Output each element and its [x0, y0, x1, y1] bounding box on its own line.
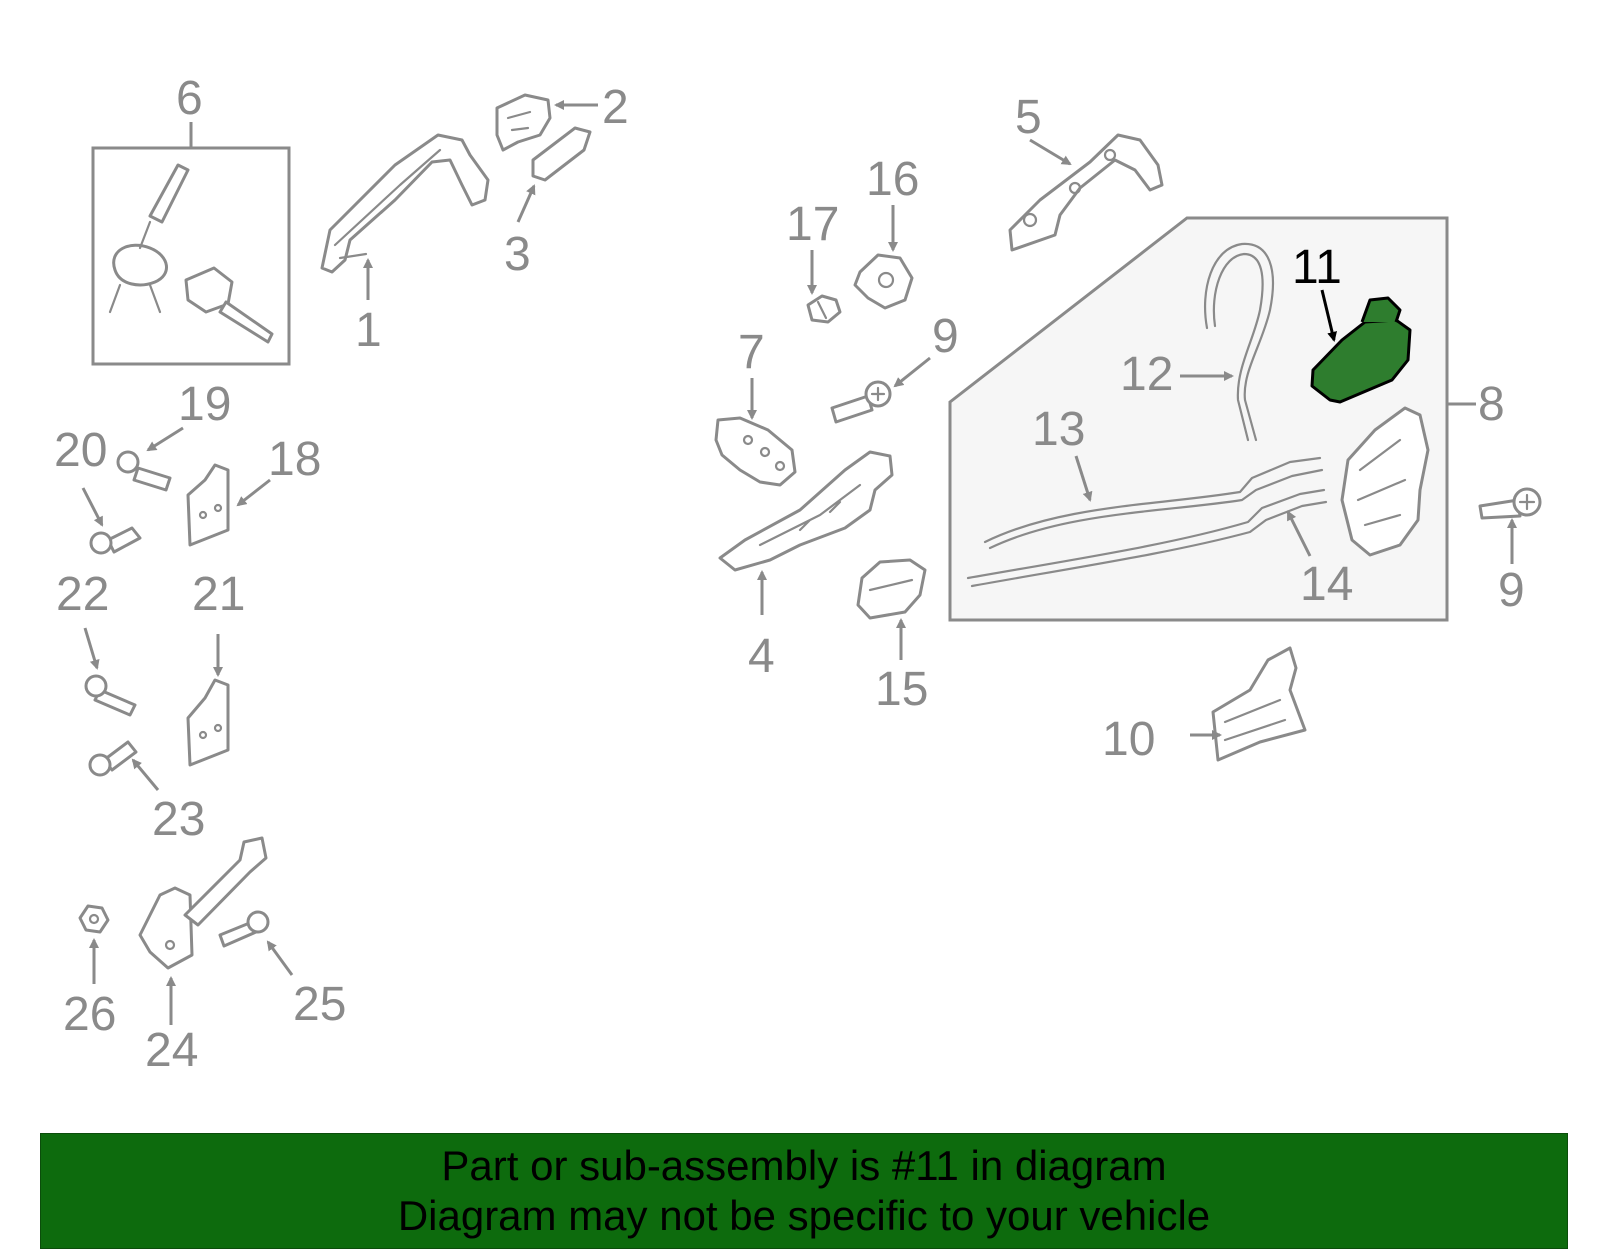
- leader-3: [516, 184, 536, 223]
- part-15-cover[interactable]: [856, 558, 927, 660]
- leader-18: [236, 478, 271, 507]
- leader-22: [83, 627, 100, 670]
- callout-25[interactable]: 25: [293, 978, 346, 1031]
- info-banner: Part or sub-assembly is #11 in diagram D…: [40, 1133, 1568, 1249]
- latch-assembly-group[interactable]: [948, 216, 1476, 622]
- callout-18[interactable]: 18: [268, 433, 321, 486]
- part-9-screw-right[interactable]: [1478, 487, 1542, 564]
- callout-1[interactable]: 1: [355, 304, 382, 357]
- leader-11: [1320, 289, 1337, 342]
- callout-13[interactable]: 13: [1032, 403, 1085, 456]
- callout-16[interactable]: 16: [866, 153, 919, 206]
- assembly-8-panel: [948, 216, 1449, 622]
- lock-cylinder-assembly-group[interactable]: [91, 122, 291, 366]
- part-2-handle-cap[interactable]: [495, 93, 598, 152]
- callout-labels: 6 2 3 1 5 16 17 9 7 4 15 8 11 12 13 14 9…: [54, 72, 1525, 1077]
- part-9-screw-top[interactable]: [830, 356, 931, 424]
- leader-14: [1286, 510, 1312, 557]
- part-5-bracket[interactable]: [1008, 133, 1164, 252]
- callout-7[interactable]: 7: [738, 326, 765, 379]
- callout-19[interactable]: 19: [178, 378, 231, 431]
- callout-10[interactable]: 10: [1102, 713, 1155, 766]
- callout-9-right[interactable]: 9: [1498, 564, 1525, 617]
- callout-17[interactable]: 17: [786, 198, 839, 251]
- callout-24[interactable]: 24: [145, 1024, 198, 1077]
- part-23-bolt[interactable]: [88, 740, 160, 791]
- callout-8[interactable]: 8: [1478, 378, 1505, 431]
- part-17-pin[interactable]: [806, 250, 842, 324]
- part-16-clip[interactable]: [853, 205, 914, 310]
- leader-13: [1074, 455, 1093, 502]
- part-22-bolt[interactable]: [83, 627, 137, 717]
- part-20-bolt[interactable]: [81, 450, 172, 527]
- lock-ring-part: [112, 243, 168, 287]
- leader-25: [266, 940, 294, 976]
- callout-5[interactable]: 5: [1015, 91, 1042, 144]
- part-11-highlighted[interactable]: [1310, 289, 1412, 404]
- callout-26[interactable]: 26: [63, 988, 116, 1041]
- part-24-door-check[interactable]: [138, 836, 268, 1025]
- part-1-outside-handle[interactable]: [320, 133, 490, 300]
- part-21-hinge[interactable]: [186, 634, 230, 767]
- part-14-cable: [966, 488, 1326, 580]
- part-13-cable: [983, 456, 1322, 544]
- lock-key-part: [148, 163, 190, 224]
- callout-6[interactable]: 6: [176, 72, 203, 125]
- callout-3[interactable]: 3: [504, 228, 531, 281]
- callout-11[interactable]: 11: [1292, 241, 1342, 294]
- part-25-bolt[interactable]: [218, 910, 294, 976]
- callout-14[interactable]: 14: [1300, 558, 1353, 611]
- part-12-rod: [1203, 242, 1274, 442]
- callout-21[interactable]: 21: [192, 568, 245, 621]
- part-19-bolt-group[interactable]: [89, 426, 184, 555]
- lock-rod-part: [218, 300, 274, 344]
- leader-23: [131, 758, 160, 791]
- callout-15[interactable]: 15: [875, 663, 928, 716]
- leader-19: [146, 426, 184, 452]
- part-7-plate[interactable]: [714, 378, 797, 487]
- callout-22[interactable]: 22: [56, 568, 109, 621]
- part-4-inner-frame[interactable]: [718, 450, 894, 615]
- callout-9-top[interactable]: 9: [932, 310, 959, 363]
- part-26-nut[interactable]: [78, 904, 110, 984]
- part-10-striker[interactable]: [1190, 646, 1307, 762]
- leader-5: [1029, 138, 1072, 166]
- latch-body-part: [1340, 406, 1430, 557]
- callout-2[interactable]: 2: [602, 81, 629, 134]
- callout-4[interactable]: 4: [748, 630, 775, 683]
- callout-12[interactable]: 12: [1120, 348, 1173, 401]
- leader-9-top: [893, 356, 931, 388]
- part-18-hinge[interactable]: [186, 463, 271, 547]
- part-3-handle-pad[interactable]: [516, 126, 592, 223]
- callout-20[interactable]: 20: [54, 424, 107, 477]
- callout-23[interactable]: 23: [152, 793, 205, 846]
- banner-line-disclaimer: Diagram may not be specific to your vehi…: [397, 1192, 1211, 1239]
- leader-20: [81, 487, 104, 527]
- banner-line-part: Part or sub-assembly is #11 in diagram: [441, 1142, 1167, 1189]
